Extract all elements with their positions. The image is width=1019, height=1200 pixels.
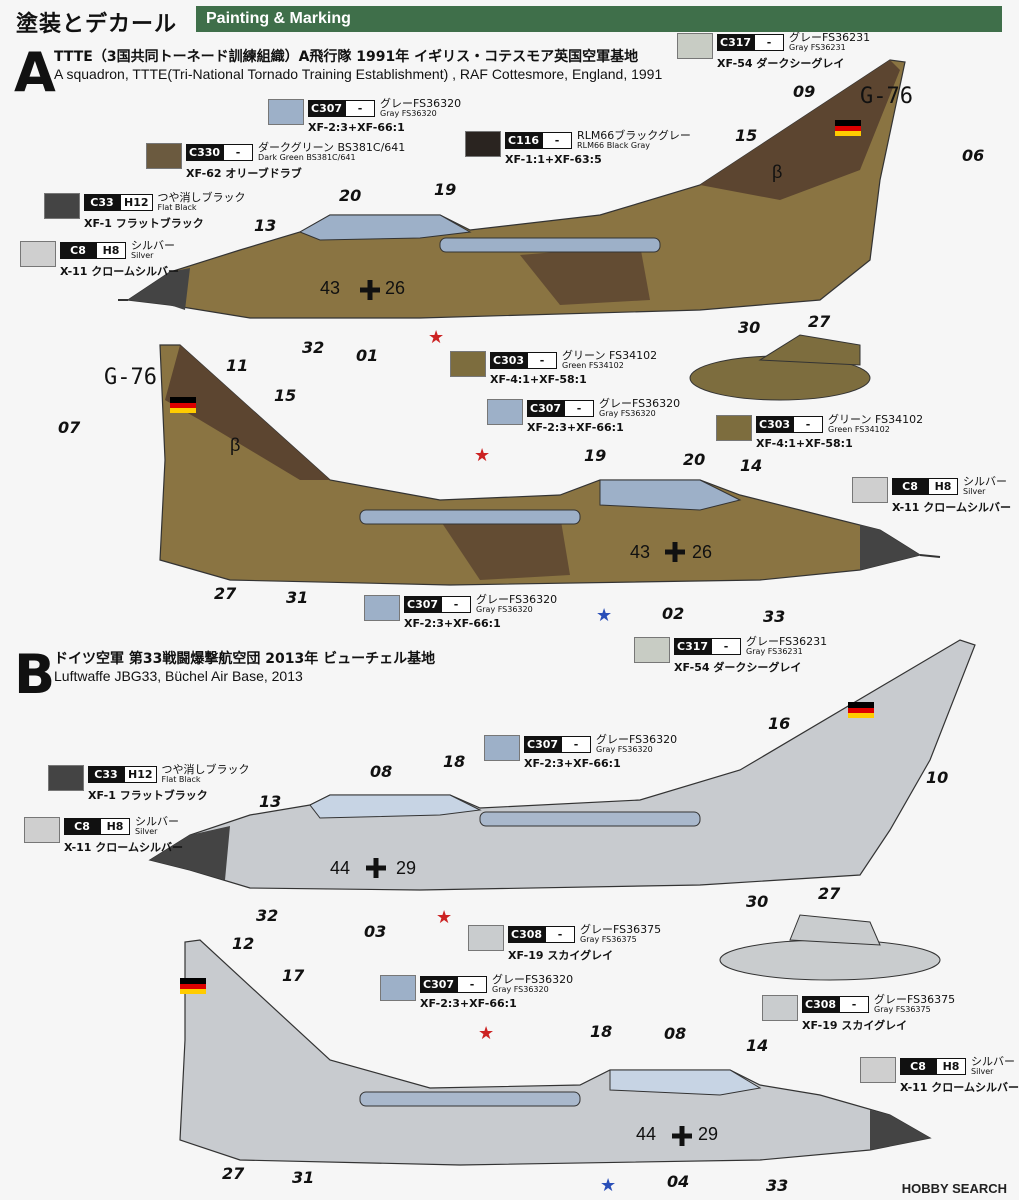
decal-number: 10	[926, 768, 949, 787]
serial-a1-left: 43	[320, 278, 341, 298]
section-a-title-jp: TTTE（3国共同トーネード訓練組織）A飛行隊 1991年 イギリス・コテスモア…	[54, 49, 639, 65]
beta-marking-a2: β	[230, 435, 241, 455]
serial-b2-left: 44	[636, 1124, 657, 1144]
decal-number: 30	[746, 892, 769, 911]
star-marker-red: ★	[478, 1023, 495, 1043]
star-marker-red: ★	[474, 445, 491, 465]
serial-a1-right: 26	[385, 278, 406, 298]
section-b-title-en: Luftwaffe JBG33, Büchel Air Base, 2013	[54, 668, 303, 684]
decal-number: 08	[370, 762, 393, 781]
decal-number: 31	[286, 588, 309, 607]
decal-number: 18	[443, 752, 466, 771]
decal-number: 33	[763, 607, 786, 626]
decal-number: 27	[818, 884, 841, 903]
aircraft-b-right-side	[179, 939, 932, 1166]
decal-number: 27	[808, 312, 831, 331]
decal-number: 08	[664, 1024, 687, 1043]
decal-number: 19	[434, 180, 457, 199]
decal-number: 16	[768, 714, 791, 733]
decal-number: 13	[254, 216, 277, 235]
section-b-letter: B	[14, 643, 56, 706]
decal-number: 27	[214, 584, 237, 603]
decal-number: 20	[683, 450, 706, 469]
decal-number: 14	[740, 456, 763, 475]
decal-number: 32	[256, 906, 279, 925]
section-a-letter: A	[14, 41, 56, 104]
serial-a2-right: 26	[692, 542, 713, 562]
decal-number: 12	[232, 934, 255, 953]
star-marker-red: ★	[436, 907, 453, 927]
star-marker-blue: ★	[600, 1175, 617, 1195]
decal-number: 07	[58, 418, 81, 437]
section-a-title-en: A squadron, TTTE(Tri-National Tornado Tr…	[54, 66, 663, 82]
decal-number: 32	[302, 338, 325, 357]
decal-number: 15	[735, 126, 758, 145]
decal-number: 13	[259, 792, 282, 811]
decal-number: 15	[274, 386, 297, 405]
star-marker-red: ★	[428, 327, 445, 347]
serial-b2-right: 29	[698, 1124, 719, 1144]
beta-marking-a1: β	[772, 162, 783, 182]
star-marker-blue: ★	[596, 605, 613, 625]
watermark-text: HOBBY SEARCH	[901, 1181, 1007, 1196]
decal-number: 01	[356, 346, 379, 365]
decal-number: 09	[793, 82, 816, 101]
decal-number: 02	[662, 604, 685, 623]
aircraft-a-left-side	[118, 59, 906, 319]
decal-number: 31	[292, 1168, 315, 1187]
header-title-jp: 塗装とデカール	[16, 12, 178, 37]
decal-number: 27	[222, 1164, 245, 1183]
decal-number: 20	[339, 186, 362, 205]
aircraft-a-right-side	[159, 344, 941, 586]
decal-number: 18	[590, 1022, 613, 1041]
decal-number: 19	[584, 446, 607, 465]
decal-number: 04	[667, 1172, 690, 1191]
header-title-en: Painting & Marking	[196, 6, 1002, 32]
aircraft-b-left-side	[148, 639, 976, 891]
serial-b1-right: 29	[396, 858, 417, 878]
decal-number: 11	[226, 356, 249, 375]
decal-number: 06	[962, 146, 985, 165]
decal-number: 03	[364, 922, 387, 941]
tail-code-a2: G-76	[104, 365, 157, 390]
serial-a2-left: 43	[630, 542, 651, 562]
decal-number: 17	[282, 966, 305, 985]
decal-number: 33	[766, 1176, 789, 1195]
decal-number: 30	[738, 318, 761, 337]
section-b-title-jp: ドイツ空軍 第33戦闘爆撃航空団 2013年 ビューチェル基地	[54, 651, 436, 667]
serial-b1-left: 44	[330, 858, 351, 878]
decal-number: 14	[746, 1036, 769, 1055]
tail-code-a1: G-76	[860, 84, 913, 109]
